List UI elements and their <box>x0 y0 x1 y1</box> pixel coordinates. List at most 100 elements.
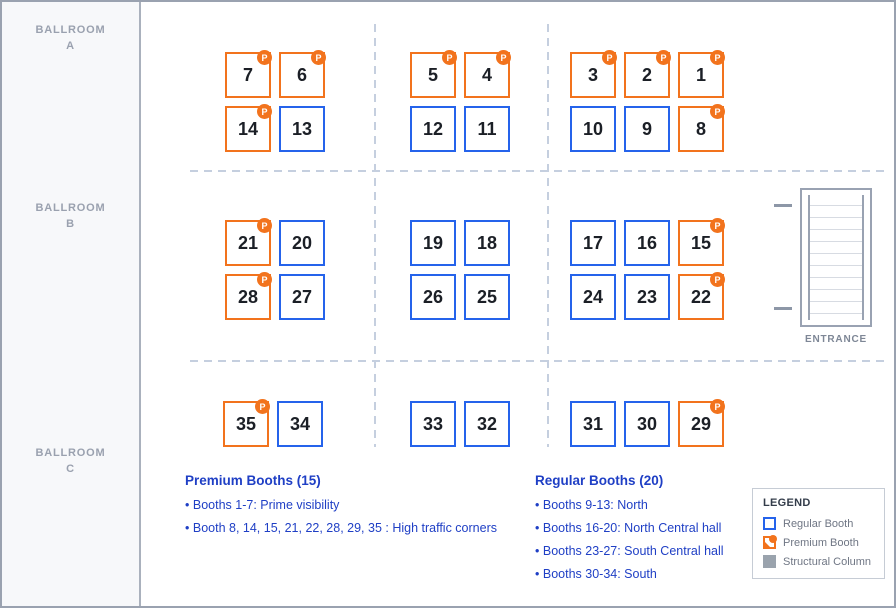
booth-18[interactable]: 18 <box>464 220 510 266</box>
booth-9[interactable]: 9 <box>624 106 670 152</box>
premium-badge-icon: P <box>710 218 725 233</box>
booth-number: 24 <box>582 286 604 307</box>
entrance-label: ENTRANCE <box>805 334 867 345</box>
booth-number: 19 <box>422 232 444 253</box>
booth-31[interactable]: 31 <box>570 401 616 447</box>
booth-number: 9 <box>641 118 652 139</box>
booth-number: 5 <box>427 64 438 85</box>
booth-number: 13 <box>291 118 313 139</box>
booth-number: 10 <box>582 118 604 139</box>
booth-32[interactable]: 32 <box>464 401 510 447</box>
booth-number: 27 <box>291 286 313 307</box>
legend-item-label: Regular Booth <box>783 517 854 530</box>
note-item: Booths 1-7: Prime visibility <box>185 498 497 512</box>
booth-26[interactable]: 26 <box>410 274 456 320</box>
premium-badge-icon: P <box>496 50 511 65</box>
regular-booth-icon <box>763 517 776 530</box>
booth-row: 33 32 <box>410 401 510 447</box>
room-label-ballroom-a: BALLROOM A <box>2 22 139 54</box>
room-name: BALLROOM <box>35 24 106 36</box>
booth-number: 22 <box>690 286 712 307</box>
regular-notes-list: Booths 9-13: NorthBooths 16-20: North Ce… <box>535 498 724 581</box>
booth-10[interactable]: 10 <box>570 106 616 152</box>
booth-34[interactable]: 34 <box>277 401 323 447</box>
booth-19[interactable]: 19 <box>410 220 456 266</box>
room-letter: A <box>66 40 75 52</box>
premium-badge-icon: P <box>311 50 326 65</box>
section-divider-horizontal-1 <box>190 170 886 172</box>
booth-number: 32 <box>476 413 498 434</box>
premium-badge-icon: P <box>442 50 457 65</box>
premium-booth-icon <box>763 535 777 549</box>
booth-20[interactable]: 20 <box>279 220 325 266</box>
booth-17[interactable]: 17 <box>570 220 616 266</box>
booth-25[interactable]: 25 <box>464 274 510 320</box>
booth-number: 35 <box>235 413 257 434</box>
entrance-steps <box>810 194 862 321</box>
booth-number: 25 <box>476 286 498 307</box>
legend-item-label: Structural Column <box>783 555 872 568</box>
note-item: Booth 8, 14, 15, 21, 22, 28, 29, 35 : Hi… <box>185 521 497 535</box>
booth-number: 20 <box>291 232 313 253</box>
regular-booths-notes: Regular Booths (20) Booths 9-13: NorthBo… <box>535 473 724 590</box>
premium-badge-icon: P <box>257 50 272 65</box>
premium-booths-notes: Premium Booths (15) Booths 1-7: Prime vi… <box>185 473 497 544</box>
booth-number: 17 <box>582 232 604 253</box>
sidebar: BALLROOM A BALLROOM B BALLROOM C <box>2 2 141 606</box>
booth-16[interactable]: 16 <box>624 220 670 266</box>
structural-column-icon <box>763 555 776 568</box>
premium-badge-icon: P <box>710 104 725 119</box>
entrance-rail-right <box>862 195 864 320</box>
booth-23[interactable]: 23 <box>624 274 670 320</box>
booth-27[interactable]: 27 <box>279 274 325 320</box>
booth-33[interactable]: 33 <box>410 401 456 447</box>
entrance-rail-left <box>808 195 810 320</box>
booth-number: 34 <box>289 413 311 434</box>
booth-24[interactable]: 24 <box>570 274 616 320</box>
legend-item-regular: Regular Booth <box>763 517 874 530</box>
booth-11[interactable]: 11 <box>464 106 510 152</box>
premium-badge-icon: P <box>710 50 725 65</box>
room-name: BALLROOM <box>35 447 106 459</box>
booth-number: 2 <box>641 64 652 85</box>
section-divider-horizontal-2 <box>190 360 886 362</box>
booth-number: 3 <box>587 64 598 85</box>
premium-badge-icon: P <box>602 50 617 65</box>
booth-number: 28 <box>237 286 259 307</box>
premium-badge-icon: P <box>257 104 272 119</box>
legend-panel: LEGEND Regular Booth Premium Booth Struc… <box>752 488 885 579</box>
booth-13[interactable]: 13 <box>279 106 325 152</box>
booth-30[interactable]: 30 <box>624 401 670 447</box>
booth-number: 16 <box>636 232 658 253</box>
booth-number: 29 <box>690 413 712 434</box>
booth-number: 31 <box>582 413 604 434</box>
note-item: Booths 16-20: North Central hall <box>535 521 724 535</box>
booth-12[interactable]: 12 <box>410 106 456 152</box>
